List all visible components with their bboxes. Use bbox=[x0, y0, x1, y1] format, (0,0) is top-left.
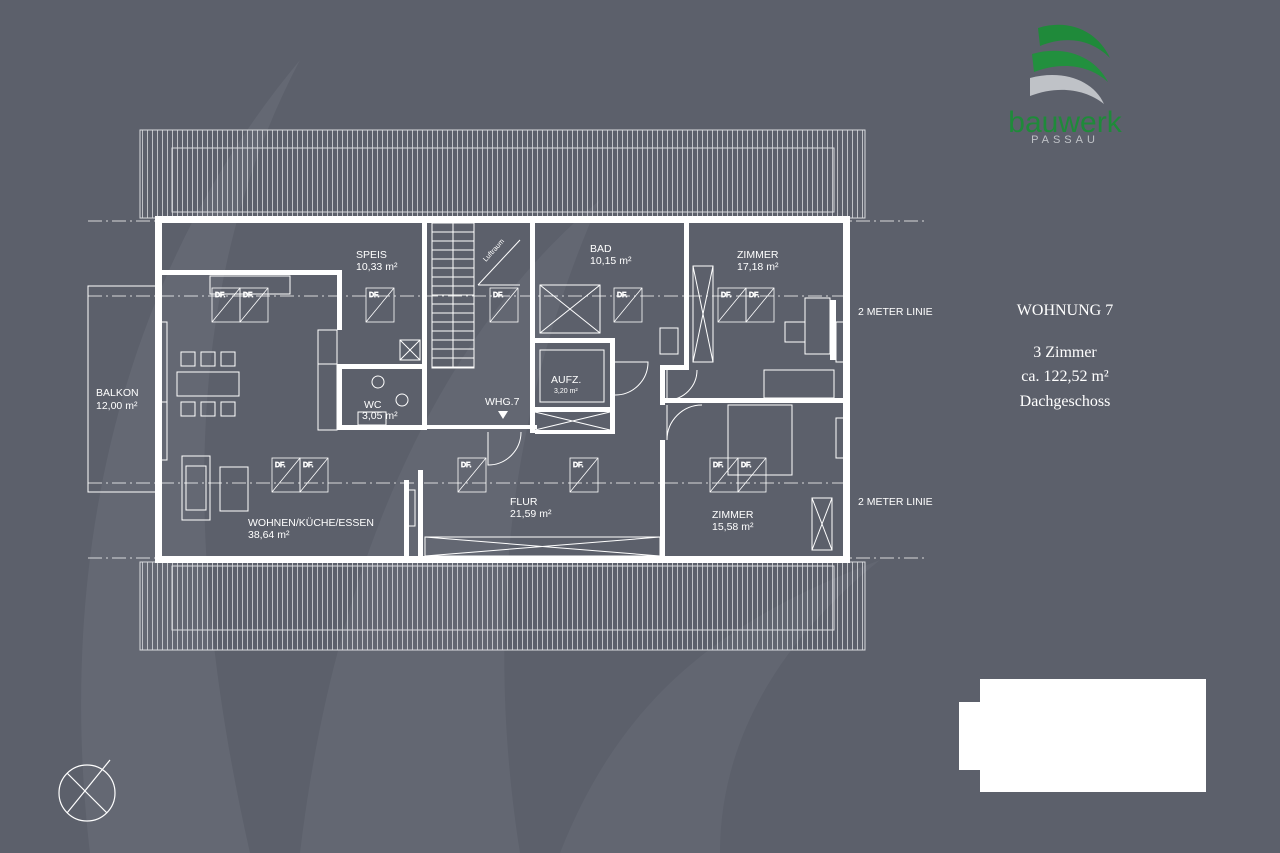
skylight-label: DF. bbox=[749, 292, 760, 299]
apartment-floor: Dachgeschoss bbox=[1019, 393, 1111, 410]
room-wohnen-name: WOHNEN/KÜCHE/ESSEN bbox=[248, 517, 374, 529]
roof-top bbox=[139, 129, 866, 219]
walls bbox=[155, 216, 850, 563]
skylight-label: DF. bbox=[713, 462, 724, 469]
logo-swoosh-icon bbox=[1030, 24, 1110, 104]
compass-icon bbox=[58, 759, 116, 822]
room-aufzug-name: AUFZ. bbox=[551, 374, 581, 386]
room-bad-name: BAD bbox=[590, 243, 612, 255]
roof-bottom bbox=[139, 561, 866, 651]
skylight-label: DF. bbox=[573, 462, 584, 469]
key-plan bbox=[959, 679, 1206, 792]
elevator bbox=[534, 349, 611, 431]
skylight-label: DF. bbox=[215, 292, 226, 299]
skylight-label: DF. bbox=[243, 292, 254, 299]
room-whg-name: WHG.7 bbox=[485, 396, 520, 408]
skylight-label: DF. bbox=[617, 292, 628, 299]
room-balkon-name: BALKON bbox=[96, 387, 139, 399]
room-flur-name: FLUR bbox=[510, 496, 538, 508]
company-logo: bauwerk PASSAU bbox=[990, 14, 1140, 154]
skylight-label: DF. bbox=[303, 462, 314, 469]
skylight-label: DF. bbox=[741, 462, 752, 469]
room-wc-area: 3,05 m² bbox=[362, 410, 398, 422]
apartment-rooms: 3 Zimmer bbox=[1033, 344, 1097, 361]
furniture bbox=[176, 275, 835, 557]
meter-line-top-label: 2 METER LINIE bbox=[858, 306, 933, 318]
room-bad-area: 10,15 m² bbox=[590, 255, 632, 267]
luftraum-label: Luftraum bbox=[482, 238, 506, 263]
room-zimmer1-area: 17,18 m² bbox=[737, 261, 779, 273]
bad-fixtures bbox=[539, 265, 714, 363]
apartment-title: WOHNUNG 7 bbox=[1016, 302, 1114, 319]
staircase bbox=[431, 222, 521, 369]
room-wohnen-area: 38,64 m² bbox=[248, 529, 290, 541]
logo-city: PASSAU bbox=[1031, 134, 1099, 146]
skylight-label: DF. bbox=[369, 292, 380, 299]
skylight-label: DF. bbox=[721, 292, 732, 299]
skylight-label: DF. bbox=[275, 462, 286, 469]
room-speis-name: SPEIS bbox=[356, 249, 387, 261]
balcony-windows bbox=[156, 321, 847, 461]
room-aufzug-area: 3,20 m² bbox=[554, 388, 578, 395]
room-balkon-area: 12,00 m² bbox=[96, 400, 138, 412]
meter-line-bottom-label: 2 METER LINIE bbox=[858, 496, 933, 508]
skylight-label: DF. bbox=[461, 462, 472, 469]
logo-word: bauwerk bbox=[1008, 106, 1122, 139]
skylights: DF. DF. DF. DF. DF. DF. DF. DF. DF. DF. DF. DF. DF. bbox=[211, 287, 775, 493]
room-speis-area: 10,33 m² bbox=[356, 261, 398, 273]
room-zimmer1-name: ZIMMER bbox=[737, 249, 779, 261]
room-flur-area: 21,59 m² bbox=[510, 508, 552, 520]
room-wc-name: WC bbox=[364, 399, 382, 411]
room-zimmer2-name: ZIMMER bbox=[712, 509, 754, 521]
doors bbox=[404, 361, 703, 527]
apartment-area: ca. 122,52 m² bbox=[1021, 368, 1109, 385]
skylight-label: DF. bbox=[493, 292, 504, 299]
room-zimmer2-area: 15,58 m² bbox=[712, 521, 754, 533]
entrance-arrow bbox=[498, 411, 508, 419]
